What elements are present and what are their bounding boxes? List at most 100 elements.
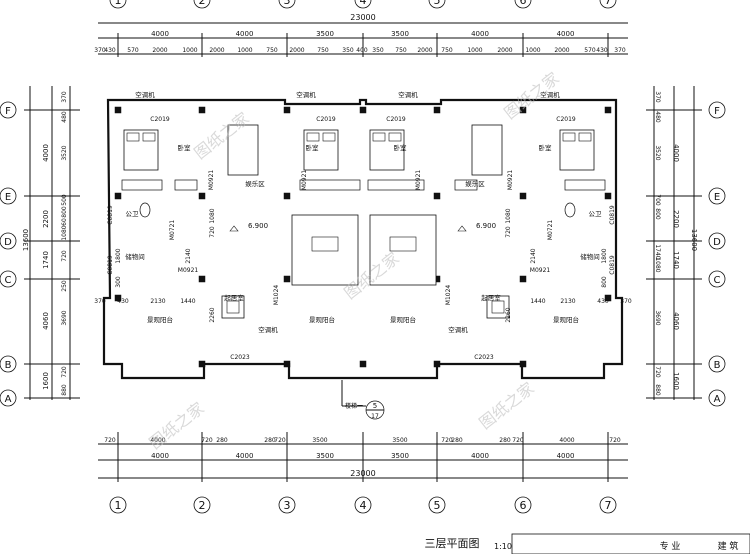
- dim-left-outer-0: 370: [61, 91, 68, 103]
- stair-landing-0: [311, 236, 339, 252]
- column-1: [198, 106, 206, 114]
- column-7: [114, 192, 122, 200]
- code-label-c2023-4: C2023: [230, 354, 250, 361]
- column-14: [283, 275, 291, 283]
- axis-bubble-right-A: [708, 389, 726, 407]
- room-label-3: 卧室: [539, 143, 553, 152]
- dim-top-row2-6: 1000: [237, 47, 252, 54]
- dim-left-outer-7: 720: [61, 250, 68, 262]
- drawing-title: 三层平面图: [425, 537, 480, 550]
- dim-bottom-row1-0: 720: [104, 437, 116, 444]
- code-label-m0921-14: M0921: [415, 170, 422, 191]
- room-label-13: 景观阳台: [553, 315, 579, 324]
- axis-label-right-D: D: [713, 237, 721, 248]
- axis-bubble-bottom-5: [428, 496, 446, 514]
- axis-label-left-C: C: [5, 275, 12, 286]
- room-label-20: 空调机: [258, 325, 278, 334]
- axis-label-bottom-5: 5: [434, 499, 441, 512]
- axis-label-bottom-6: 6: [520, 499, 527, 512]
- axis-label-top-5: 5: [434, 0, 441, 7]
- code-label-m0921-11: M0921: [530, 267, 551, 274]
- dim-left-outer-11: 880: [61, 384, 68, 396]
- dim-left-mid-1: 2200: [42, 210, 50, 228]
- room-label-5: 娱乐区: [465, 179, 485, 188]
- dim-inner-10: 1440: [530, 298, 545, 305]
- room-label-19: 空调机: [540, 90, 560, 99]
- drawing-scale: 1:100: [494, 542, 517, 551]
- dim-inner-3: 2140: [530, 248, 537, 263]
- dim-right-outer-1: 480: [654, 111, 661, 123]
- dim-top-row2-7: 750: [266, 47, 278, 54]
- dim-inner-12: 430: [597, 298, 609, 305]
- axis-bubble-left-D: [0, 232, 17, 250]
- dim-bottom-row1-3: 280: [216, 437, 228, 444]
- axis-bubble-left-A: [0, 389, 17, 407]
- axis-bubble-right-F: [708, 101, 726, 119]
- dim-right-outer-8: 720: [654, 366, 661, 378]
- axis-bubble-top-2: [193, 0, 211, 9]
- fixtures: [121, 124, 606, 319]
- dim-right-outer-9: 880: [654, 384, 661, 396]
- code-label-c0819-8: C0819: [107, 255, 114, 275]
- code-label-m0721-16: M0721: [169, 220, 176, 241]
- axis-bubble-right-C: [708, 270, 726, 288]
- axis-bubble-bottom-7: [599, 496, 617, 514]
- column-6: [604, 106, 612, 114]
- axis-label-right-E: E: [714, 192, 720, 203]
- section-sheet: 17: [371, 413, 379, 420]
- dim-left-outer-8: 250: [61, 280, 68, 292]
- dim-inner-2: 720: [209, 226, 216, 238]
- axis-label-left-A: A: [5, 394, 12, 405]
- dim-top-row1-5: 4000: [557, 30, 575, 38]
- dim-left-outer-1: 480: [61, 111, 68, 123]
- watermark-text-3: 图纸之家: [146, 398, 208, 452]
- wardrobe-3: [367, 179, 425, 191]
- dim-bottom-row1-10: 280: [499, 437, 511, 444]
- dim-left-mid-3: 4060: [42, 312, 50, 330]
- column-8: [198, 192, 206, 200]
- axis-bubble-bottom-6: [514, 496, 532, 514]
- dim-top-row1-1: 4000: [236, 30, 254, 38]
- axis-bubble-left-B: [0, 355, 17, 373]
- dim-top-row2-5: 2000: [209, 47, 224, 54]
- column-23: [519, 360, 527, 368]
- dim-bottom-row2-5: 4000: [557, 452, 575, 460]
- dim-left-outer-5: 60: [61, 218, 68, 226]
- dim-right-outer-5: 1740: [654, 244, 661, 259]
- dim-bottom-row1-11: 720: [512, 437, 524, 444]
- dim-top-total: 23000: [350, 13, 375, 22]
- dim-bottom-row2-2: 3500: [316, 452, 334, 460]
- axis-label-top-2: 2: [199, 0, 206, 7]
- dim-bottom-row2-0: 4000: [151, 452, 169, 460]
- room-labels: 卧室卧室卧室卧室娱乐区娱乐区公卫公卫储物间储物间景观阳台景观阳台景观阳台景观阳台…: [107, 90, 616, 361]
- room-label-12: 景观阳台: [390, 315, 416, 324]
- column-2: [283, 106, 291, 114]
- dim-bottom-row2-1: 4000: [236, 452, 254, 460]
- column-19: [198, 360, 206, 368]
- dim-inner-19: 1800: [601, 248, 608, 263]
- dim-inner-18: 800: [601, 276, 608, 288]
- room-label-11: 景观阳台: [309, 315, 335, 324]
- code-label-c2019-3: C2019: [556, 116, 576, 123]
- room-label-16: 空调机: [135, 90, 155, 99]
- axis-label-top-6: 6: [520, 0, 527, 7]
- dim-right-outer-4: 800: [654, 208, 661, 220]
- code-label-m0921-15: M0921: [507, 170, 514, 191]
- column-16: [519, 275, 527, 283]
- axis-bubble-top-6: [514, 0, 532, 9]
- bed-pillow-a-2: [372, 132, 386, 142]
- axis-bubble-right-E: [708, 187, 726, 205]
- bed-pillow-a-3: [562, 132, 576, 142]
- dim-top-row2-17: 2000: [497, 47, 512, 54]
- dim-right-mid-1: 2200: [672, 210, 680, 228]
- room-label-2: 卧室: [394, 143, 408, 152]
- dim-top-row2-22: 370: [614, 47, 626, 54]
- axis-label-top-3: 3: [284, 0, 291, 7]
- dim-bottom-row1-9: 280: [451, 437, 463, 444]
- dim-right-outer-7: 3690: [654, 310, 661, 325]
- column-12: [604, 192, 612, 200]
- bed-pillow-b-0: [142, 132, 156, 142]
